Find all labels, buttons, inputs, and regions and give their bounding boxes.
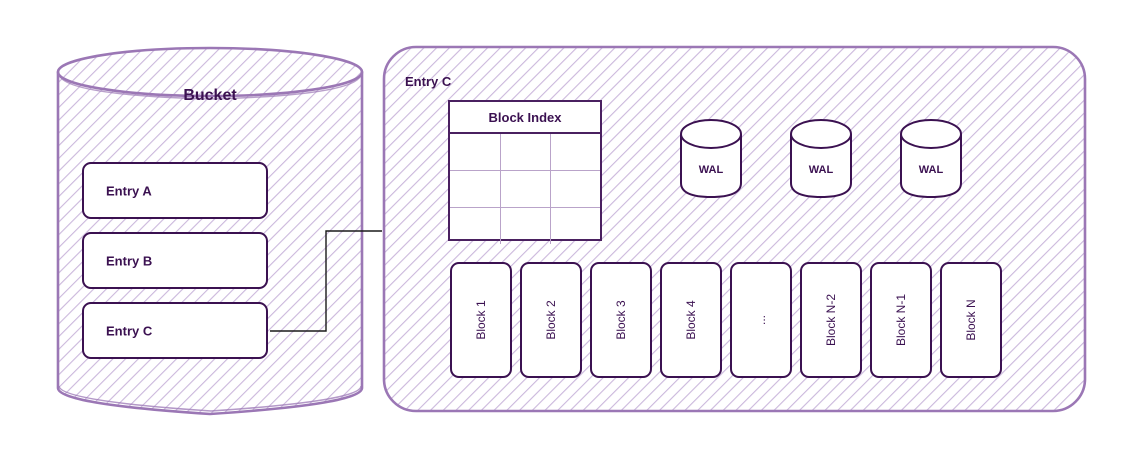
block-index-cell	[549, 170, 600, 208]
block-index-header: Block Index	[450, 102, 600, 134]
entry-item-a-label: Entry A	[106, 183, 152, 198]
block-item-n-2-label: Block N-2	[824, 293, 838, 347]
block-index-cell	[499, 207, 551, 244]
block-item-2-label: Block 2	[544, 300, 558, 340]
block-item-n-2[interactable]: Block N-2	[800, 262, 862, 378]
wal-cylinder-1: WAL	[681, 120, 741, 197]
block-index-row	[450, 132, 600, 171]
block-item-ellipsis[interactable]: ...	[730, 262, 792, 378]
wal-shape-2	[790, 119, 852, 199]
wal-cylinder-3-label: WAL	[918, 164, 944, 176]
block-item-n-label: Block N	[964, 299, 978, 341]
block-index-cell	[450, 207, 501, 244]
wal-cylinder-2-label: WAL	[808, 164, 834, 176]
entry-item-c-label: Entry C	[106, 323, 153, 338]
entry-item-a[interactable]: Entry A	[82, 162, 268, 219]
block-index-cell	[450, 170, 501, 208]
wal-cylinder-2: WAL	[791, 120, 851, 197]
block-index-cell	[450, 132, 501, 171]
wal-cylinder-3: WAL	[901, 120, 961, 197]
block-index-cell	[549, 132, 600, 171]
block-index-header-row: Block Index	[450, 102, 600, 134]
block-item-2[interactable]: Block 2	[520, 262, 582, 378]
bucket-body-outline	[56, 70, 364, 416]
wal-shapes	[680, 119, 962, 199]
block-index-table: Block Index	[448, 100, 602, 244]
bucket-title: Bucket	[183, 87, 237, 104]
block-item-4[interactable]: Block 4	[660, 262, 722, 378]
entry-item-b[interactable]: Entry B	[82, 232, 268, 289]
block-index-cell	[549, 207, 600, 244]
block-index-row	[450, 207, 600, 244]
entry-item-c[interactable]: Entry C	[82, 302, 268, 359]
entry-item-b-label: Entry B	[106, 253, 153, 268]
connector-line	[270, 230, 382, 332]
connector-entry-c	[270, 230, 382, 332]
block-item-n-1-label: Block N-1	[894, 293, 908, 347]
block-index-row	[450, 170, 600, 208]
bucket-top-outline	[56, 46, 364, 98]
block-item-1[interactable]: Block 1	[450, 262, 512, 378]
wal-shape-1	[680, 119, 742, 199]
block-item-n[interactable]: Block N	[940, 262, 1002, 378]
block-item-3-label: Block 3	[614, 300, 628, 340]
block-item-ellipsis-label: ...	[754, 314, 768, 326]
block-item-3[interactable]: Block 3	[590, 262, 652, 378]
wal-shape-3	[900, 119, 962, 199]
wal-cylinder-1-label: WAL	[698, 164, 724, 176]
block-item-1-label: Block 1	[474, 300, 488, 340]
entry-c-panel-title: Entry C	[405, 74, 452, 89]
bucket-top-sketch	[58, 73, 362, 100]
block-index-cell	[499, 170, 551, 208]
bucket-top-fill	[58, 48, 362, 96]
block-index-grid: Block Index	[450, 102, 600, 244]
block-index-cell	[499, 132, 551, 171]
block-item-4-label: Block 4	[684, 300, 698, 340]
block-item-n-1[interactable]: Block N-1	[870, 262, 932, 378]
bucket-bottom-sketch	[58, 385, 362, 412]
